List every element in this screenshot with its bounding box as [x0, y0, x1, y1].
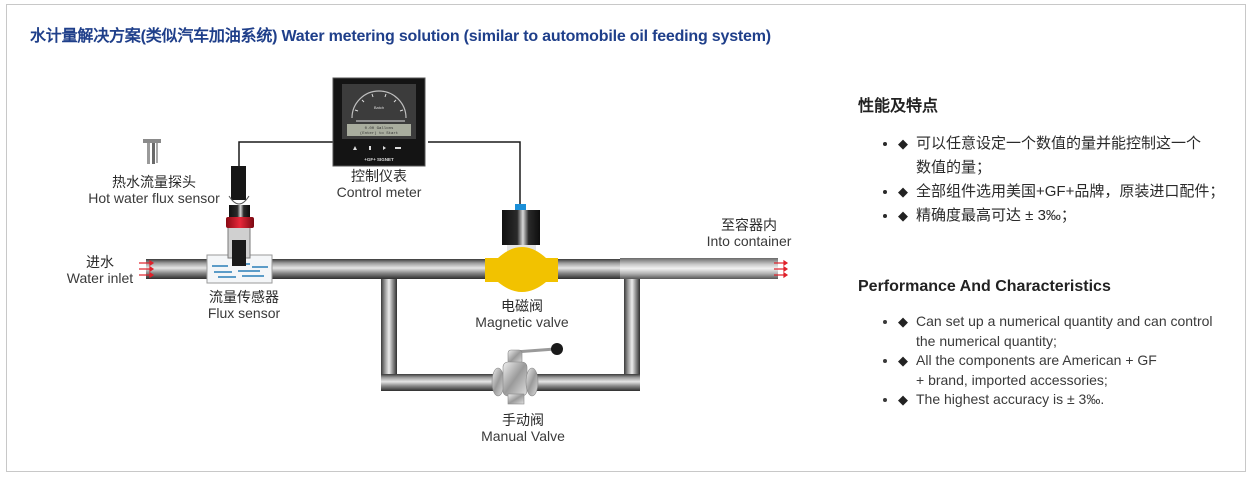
manual-valve-icon — [491, 343, 563, 405]
hot-water-probe-icon — [143, 139, 161, 164]
inlet-arrows-icon — [139, 259, 155, 279]
features-en-section: Performance And Characteristics ◆Can set… — [858, 278, 1238, 426]
diamond-bullet-icon: ◆ — [898, 184, 908, 199]
control-meter-icon: 0.00 Gallons (Enter) to Start Batch +GF+… — [332, 77, 426, 167]
features-en-heading: Performance And Characteristics — [858, 278, 1111, 295]
diamond-bullet-icon: ◆ — [898, 136, 908, 151]
meter-brand: +GF+ SIGNET — [364, 157, 394, 162]
meter-gauge-label: Batch — [374, 105, 384, 110]
water-metering-diagram: 0.00 Gallons (Enter) to Start Batch +GF+… — [139, 77, 789, 405]
label-water-inlet: 进水 Water inlet — [66, 254, 134, 286]
features-zh-heading: 性能及特点 — [858, 98, 939, 115]
list-item: ◆Can set up a numerical quantity and can… — [898, 312, 1238, 351]
magnetic-valve-icon — [485, 204, 558, 292]
flux-sensor-icon — [206, 166, 273, 284]
diamond-bullet-icon: ◆ — [898, 314, 908, 329]
list-item: ◆All the components are American + GF+ b… — [898, 351, 1238, 390]
label-magnetic-valve: 电磁阀 Magnetic valve — [475, 298, 569, 330]
list-item: ◆The highest accuracy is ± 3‰. — [898, 390, 1238, 410]
page-title: 水计量解决方案(类似汽车加油系统) Water metering solutio… — [30, 28, 771, 45]
meter-display-line1: 0.00 Gallons — [365, 126, 394, 131]
meter-display-line2: (Enter) to Start — [360, 131, 398, 136]
label-into-container: 至容器内 Into container — [706, 217, 792, 249]
diamond-bullet-icon: ◆ — [898, 392, 908, 407]
diamond-bullet-icon: ◆ — [898, 353, 908, 368]
diamond-bullet-icon: ◆ — [898, 208, 908, 223]
signal-cable — [238, 141, 521, 204]
content-frame — [6, 4, 1246, 472]
label-hot-water-sensor: 热水流量探头 Hot water flux sensor — [88, 174, 220, 206]
label-flux-sensor: 流量传感器 Flux sensor — [207, 289, 281, 321]
label-manual-valve: 手动阀 Manual Valve — [481, 412, 565, 444]
outlet-arrows-icon — [774, 259, 789, 279]
features-en-list: ◆Can set up a numerical quantity and can… — [858, 312, 1238, 410]
list-item: ◆精确度最高可达 ± 3‰； — [898, 204, 1238, 228]
list-item: ◆全部组件选用美国+GF+品牌，原装进口配件； — [898, 180, 1238, 204]
label-control-meter: 控制仪表 Control meter — [336, 168, 422, 200]
